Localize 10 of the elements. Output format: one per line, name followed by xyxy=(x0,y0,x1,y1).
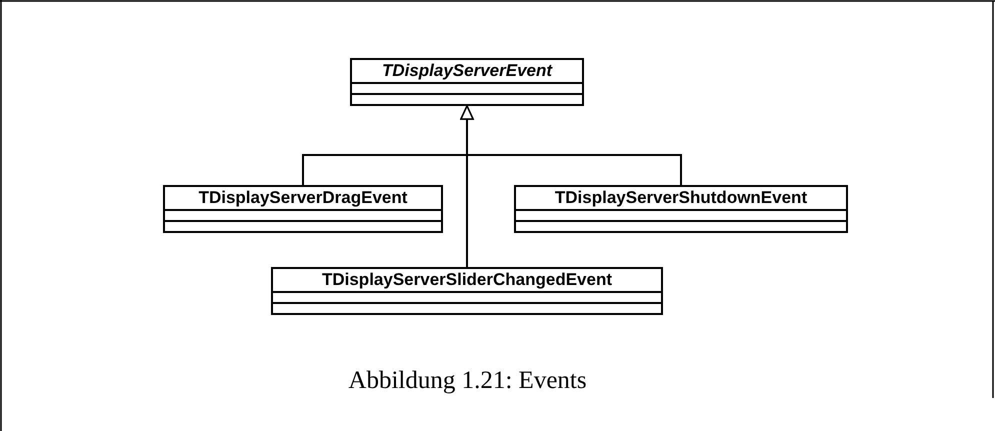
generalization-arrow xyxy=(460,105,474,267)
class-name: TDisplayServerEvent xyxy=(382,60,552,82)
class-box xyxy=(271,267,663,315)
class-box xyxy=(163,185,443,233)
class-name: TDisplayServerShutdownEvent xyxy=(554,187,808,209)
class-name: TDisplayServerSliderChangedEvent xyxy=(322,269,612,291)
class-box xyxy=(350,58,584,106)
figure-caption: Abbildung 1.21: Events xyxy=(348,367,587,395)
class-box xyxy=(514,185,848,233)
class-name: TDisplayServerDragEvent xyxy=(198,187,408,209)
